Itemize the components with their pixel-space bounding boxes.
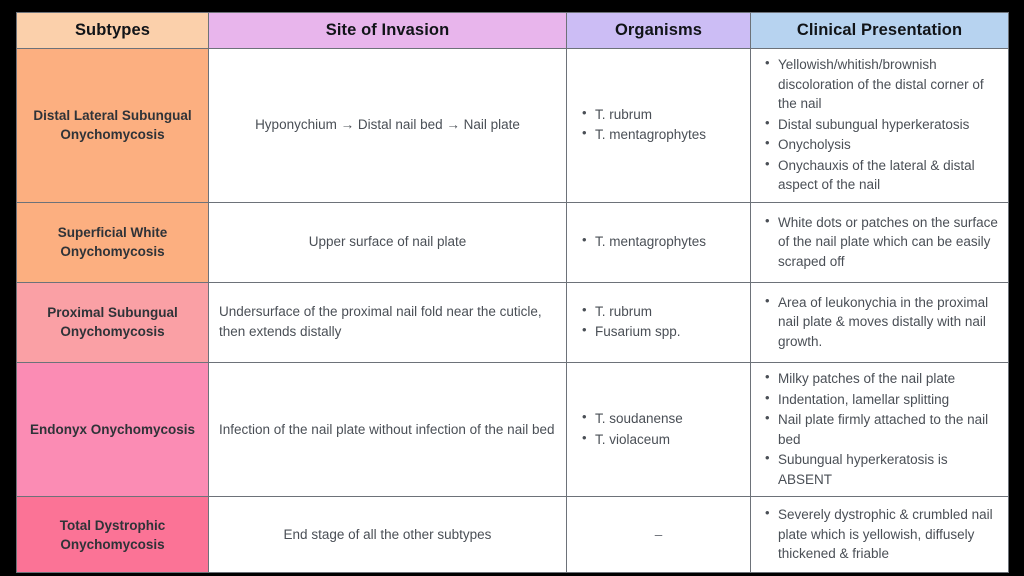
cell-subtype: Endonyx Onychomycosis [16,361,209,498]
table-body: Distal Lateral Subungual Onychomycosis H… [16,48,1009,574]
onychomycosis-subtypes-table-container: Subtypes Site of Invasion Organisms Clin… [16,12,1009,574]
cell-site-of-invasion: Undersurface of the proximal nail fold n… [208,281,567,363]
clinical-list: White dots or patches on the surface of … [761,212,998,272]
column-header-organisms: Organisms [566,12,751,49]
list-item: Onycholysis [765,134,998,155]
list-item: Onychauxis of the lateral & distal aspec… [765,155,998,195]
table-row: Total Dystrophic Onychomycosis End stage… [16,496,1009,574]
cell-site-of-invasion: Upper surface of nail plate [208,201,567,283]
table-row: Distal Lateral Subungual Onychomycosis H… [16,48,1009,203]
list-item: T. mentagrophytes [582,124,740,145]
cell-subtype: Proximal Subungual Onychomycosis [16,281,209,363]
cell-clinical-presentation: Yellowish/whitish/brownish discoloration… [750,48,1009,203]
cell-organisms: T. rubrum Fusarium spp. [566,281,751,363]
cell-clinical-presentation: Milky patches of the nail plate Indentat… [750,361,1009,498]
list-item: Fusarium spp. [582,321,740,342]
cell-site-of-invasion: End stage of all the other subtypes [208,496,567,574]
list-item: T. soudanense [582,408,740,429]
list-item: Milky patches of the nail plate [765,368,998,389]
list-item: T. violaceum [582,429,740,450]
cell-subtype: Superficial White Onychomycosis [16,201,209,283]
list-item: Area of leukonychia in the proximal nail… [765,292,998,352]
clinical-list: Milky patches of the nail plate Indentat… [761,368,998,489]
cell-subtype: Distal Lateral Subungual Onychomycosis [16,48,209,203]
column-header-site-of-invasion: Site of Invasion [208,12,567,49]
column-header-clinical-presentation: Clinical Presentation [750,12,1009,49]
list-item: T. mentagrophytes [582,231,740,252]
cell-organisms: T. mentagrophytes [566,201,751,283]
list-item: Severely dystrophic & crumbled nail plat… [765,504,998,564]
onychomycosis-subtypes-table: Subtypes Site of Invasion Organisms Clin… [16,12,1009,574]
cell-clinical-presentation: Severely dystrophic & crumbled nail plat… [750,496,1009,574]
organisms-list: T. soudanense T. violaceum [577,408,740,450]
cell-organisms: – [566,496,751,574]
cell-clinical-presentation: White dots or patches on the surface of … [750,201,1009,283]
table-row: Proximal Subungual Onychomycosis Undersu… [16,281,1009,363]
list-item: Distal subungual hyperkeratosis [765,114,998,135]
list-item: T. rubrum [582,104,740,125]
cell-organisms: T. soudanense T. violaceum [566,361,751,498]
organisms-list: T. rubrum Fusarium spp. [577,301,740,342]
table-header: Subtypes Site of Invasion Organisms Clin… [16,12,1009,49]
list-item: Indentation, lamellar splitting [765,389,998,410]
list-item: T. rubrum [582,301,740,322]
cell-clinical-presentation: Area of leukonychia in the proximal nail… [750,281,1009,363]
cell-organisms: T. rubrum T. mentagrophytes [566,48,751,203]
clinical-list: Yellowish/whitish/brownish discoloration… [761,54,998,195]
clinical-list: Severely dystrophic & crumbled nail plat… [761,504,998,564]
organisms-list: T. rubrum T. mentagrophytes [577,104,740,145]
list-item: White dots or patches on the surface of … [765,212,998,272]
column-header-subtypes: Subtypes [16,12,209,49]
list-item: Yellowish/whitish/brownish discoloration… [765,54,998,114]
list-item: Subungual hyperkeratosis is ABSENT [765,449,998,489]
organisms-list: T. mentagrophytes [577,231,740,252]
list-item: Nail plate firmly attached to the nail b… [765,409,998,449]
clinical-list: Area of leukonychia in the proximal nail… [761,292,998,352]
cell-site-of-invasion: Hyponychium → Distal nail bed → Nail pla… [208,48,567,203]
cell-subtype: Total Dystrophic Onychomycosis [16,496,209,574]
table-row: Superficial White Onychomycosis Upper su… [16,201,1009,283]
cell-site-of-invasion: Infection of the nail plate without infe… [208,361,567,498]
table-row: Endonyx Onychomycosis Infection of the n… [16,361,1009,498]
table-header-row: Subtypes Site of Invasion Organisms Clin… [16,12,1009,49]
